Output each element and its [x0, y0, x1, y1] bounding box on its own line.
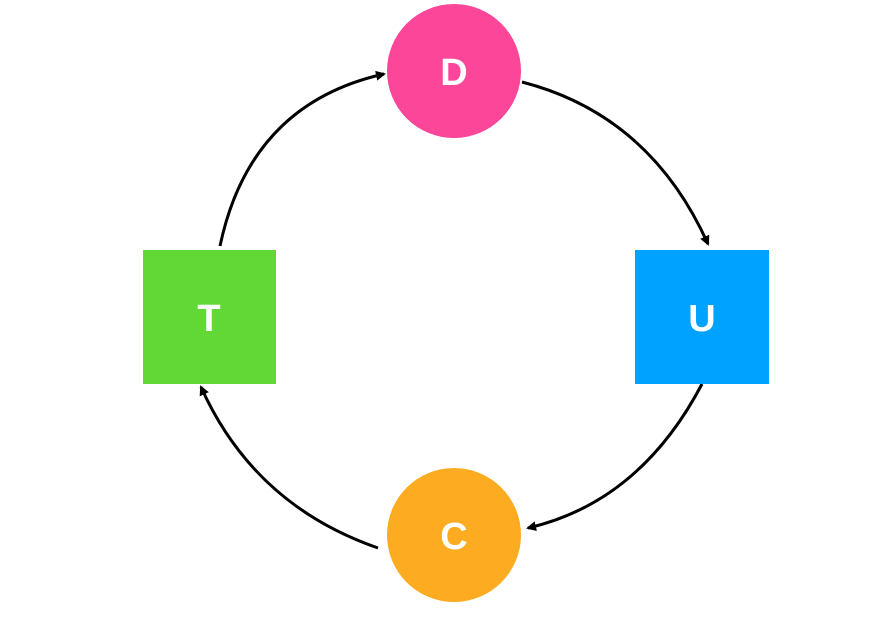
edge-d-to-u: [521, 80, 710, 246]
edge-t-to-d: [218, 70, 386, 247]
node-d-shape: [387, 4, 521, 138]
edge-c-to-t: [199, 385, 379, 550]
node-u-shape: [635, 250, 769, 384]
node-t-label: T: [197, 298, 220, 340]
node-c-shape: [387, 468, 521, 602]
node-d: D: [387, 4, 521, 138]
edge-u-to-c: [526, 383, 704, 532]
node-c-label: C: [440, 516, 467, 558]
node-u: U: [635, 250, 769, 384]
node-d-label: D: [440, 52, 467, 94]
node-u-label: U: [688, 298, 715, 340]
node-c: C: [387, 468, 521, 602]
node-t: T: [143, 250, 276, 384]
node-t-shape: [143, 250, 276, 384]
